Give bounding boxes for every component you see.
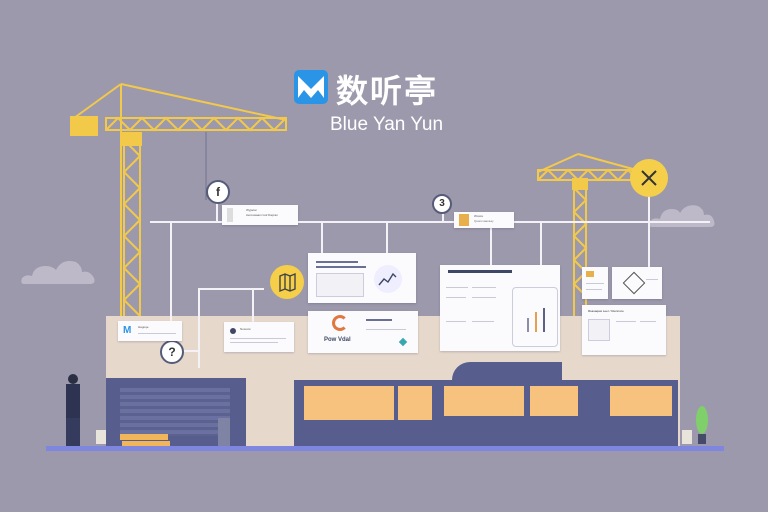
bucket-icon: [96, 430, 106, 444]
gear-icon: [230, 328, 236, 334]
text-line: [646, 279, 658, 280]
text-line: [366, 329, 406, 330]
text-line: [316, 266, 366, 268]
person-figure: [62, 374, 84, 448]
connector-line-main: [150, 221, 710, 223]
connector-line: [442, 210, 444, 222]
card-report[interactable]: [440, 265, 560, 351]
lumber-stack: [120, 434, 168, 440]
body: [66, 384, 80, 418]
shutter-door: [120, 388, 230, 436]
connector-line: [198, 288, 264, 290]
connector-line: [386, 221, 388, 253]
connector-line: [321, 221, 323, 253]
brand-swirl-icon: [332, 315, 348, 331]
window: [610, 386, 672, 416]
text-line: [138, 333, 176, 334]
card-brand[interactable]: Pow Vdal: [308, 311, 418, 353]
brand-name-cn: 数听亭: [336, 72, 439, 110]
ground-line: [46, 446, 724, 451]
diamond-icon: [398, 337, 408, 347]
card-left-small[interactable]: M Hagoqe: [118, 321, 182, 341]
thumbnail: [586, 271, 594, 277]
card-subtitle: Aeroswaam lsof Dapran: [246, 213, 279, 217]
card-title: Wosss: [474, 214, 483, 218]
connector-line: [648, 196, 650, 268]
crane-left-icon: [70, 83, 287, 320]
report-header-bar: [448, 270, 512, 273]
m-logo-icon: M: [123, 325, 132, 336]
roof-awning: [452, 362, 562, 380]
bar: [527, 318, 529, 332]
bar: [543, 308, 545, 332]
card-logo-text: Pow Vdal: [324, 337, 351, 343]
text-line: [472, 321, 494, 322]
connector-line: [252, 290, 254, 322]
card-top-mid[interactable]: Wosss Quanmaacaay: [454, 212, 514, 228]
bucket-icon: [682, 430, 692, 444]
card-left-mid[interactable]: Nosucw: [224, 322, 294, 352]
lumber-stack: [122, 441, 170, 446]
window: [530, 386, 578, 416]
close-icon[interactable]: [630, 159, 668, 197]
step-badge-f[interactable]: f: [206, 180, 230, 204]
text-line: [472, 287, 496, 288]
head: [68, 374, 78, 384]
plant-pot: [698, 434, 706, 444]
connector-line: [540, 221, 542, 265]
map-icon[interactable]: [270, 265, 304, 299]
card-thumbnail: [459, 214, 469, 226]
plant-icon: [696, 406, 708, 434]
card-title: Nosucw: [240, 327, 251, 331]
crane-right-icon: [537, 153, 647, 320]
card-thumbnail: [227, 208, 233, 222]
step-badge-question[interactable]: ?: [160, 340, 184, 364]
card-chart[interactable]: [308, 253, 416, 303]
brand-logo-icon: [294, 70, 328, 104]
step-badge-3[interactable]: 3: [432, 194, 452, 214]
card-right-map[interactable]: [612, 267, 662, 299]
text-line: [640, 321, 656, 322]
card-title: Wyjacar: [246, 208, 257, 212]
text-line: [230, 338, 286, 339]
text-line: [446, 297, 466, 298]
card-top-left[interactable]: Wyjacar Aeroswaam lsof Dapran: [222, 205, 298, 225]
phone-mockup: [512, 287, 558, 347]
text-line: [366, 319, 392, 321]
text-line: [446, 287, 468, 288]
door: [218, 418, 230, 446]
text-line: [472, 297, 496, 298]
card-right-small[interactable]: [582, 267, 608, 299]
text-line: [586, 283, 604, 284]
connector-line: [216, 194, 218, 222]
legs: [66, 418, 80, 446]
connector-line: [170, 221, 172, 321]
text-line: [586, 289, 602, 290]
card-title: Hagoqe: [138, 325, 149, 329]
text-line: [230, 342, 278, 343]
mini-chart: [316, 273, 364, 297]
text-line: [616, 321, 636, 322]
connector-line: [490, 221, 492, 265]
card-title: Rsasaqaw Leer / Recsrvce: [588, 309, 624, 313]
card-right-panel[interactable]: Rsasaqaw Leer / Recsrvce: [582, 305, 666, 355]
text-line: [316, 261, 358, 263]
sketch-icon: [588, 319, 610, 341]
text-line: [446, 321, 466, 322]
trend-chart-icon: [374, 265, 402, 293]
window: [304, 386, 394, 420]
cloud-right-icon: [649, 205, 715, 227]
bar: [535, 312, 537, 332]
connector-line: [180, 350, 200, 352]
window: [398, 386, 432, 420]
building-left: [106, 378, 246, 448]
card-subtitle: Quanmaacaay: [474, 219, 494, 223]
building-main: [294, 380, 678, 450]
cloud-left-icon: [21, 261, 95, 284]
connector-line: [198, 288, 200, 368]
circuit-map-icon: [622, 271, 646, 295]
window: [444, 386, 524, 416]
brand-name-en: Blue Yan Yun: [330, 114, 444, 135]
